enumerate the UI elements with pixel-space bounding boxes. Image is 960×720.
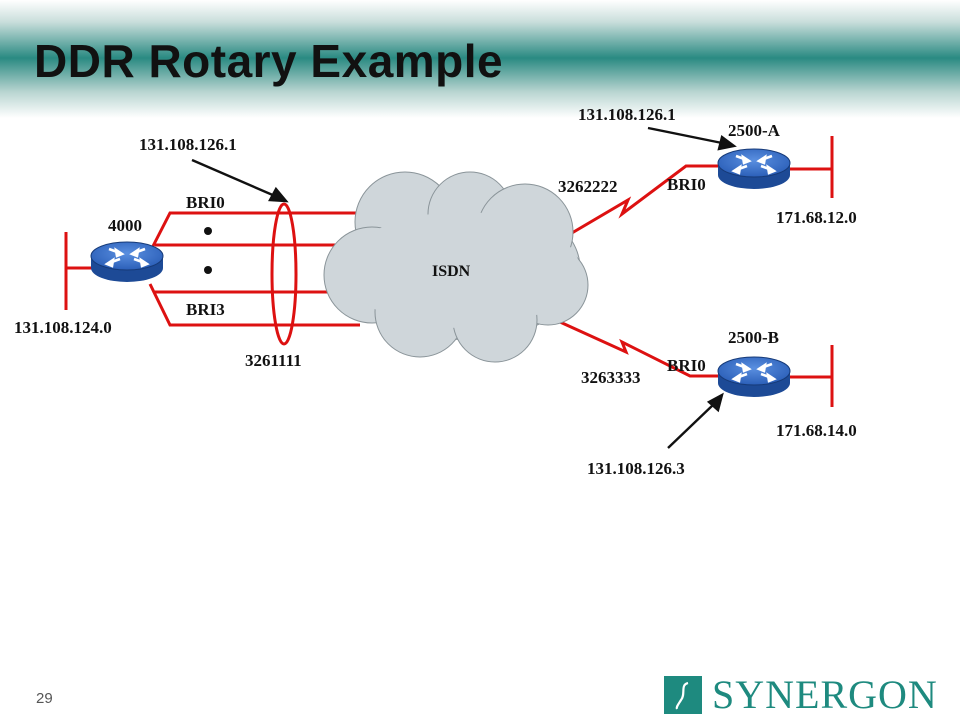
synergon-logo-text: SYNERGON [712,672,938,717]
isdn-link-2500b [559,320,722,378]
header-band [0,0,960,120]
pointer-arrow-4000-ip [191,158,289,203]
bri0-label-2500b: BRI0 [667,356,706,375]
pointer-arrow-2500b-ip [667,392,724,449]
ip-label-4000: 131.108.126.1 [139,135,237,154]
ip-label-2500a: 131.108.126.1 [578,105,676,124]
bri-dot [204,227,212,235]
pointer-arrow-2500a-ip [647,126,737,151]
lan-segment-2500a [790,136,834,198]
router-2500b-network: 171.68.14.0 [776,421,857,440]
router-2500a-name: 2500-A [728,121,780,140]
bri-dot [204,266,212,274]
router-4000-name: 4000 [108,216,142,235]
ip-label-2500b: 131.108.126.3 [587,459,685,478]
router-2500b-name: 2500-B [728,328,779,347]
cloud-label: ISDN [432,263,471,280]
synergon-logo-icon [664,676,702,714]
page-number: 29 [36,690,53,707]
bri3-label-4000: BRI3 [186,300,225,319]
router-2500a [716,147,792,191]
bri0-label-2500a: BRI0 [667,175,706,194]
router-2500a-network: 171.68.12.0 [776,208,857,227]
synergon-logo: SYNERGON [664,672,938,717]
bri0-label-4000: BRI0 [186,193,225,212]
hunt-group-ellipse [270,202,298,346]
router-2500b [716,355,792,399]
router-4000 [89,240,165,284]
lan-segment-4000 [64,232,96,310]
phone-label-2500b: 3263333 [581,368,641,387]
slide-title: DDR Rotary Example [34,35,504,87]
isdn-link-2500a [559,164,720,242]
phone-label-4000: 3261111 [245,351,302,370]
router-4000-network: 131.108.124.0 [14,318,112,337]
lan-segment-2500b [790,345,834,407]
bri-links-4000 [148,211,360,327]
phone-label-2500a: 3262222 [558,177,618,196]
